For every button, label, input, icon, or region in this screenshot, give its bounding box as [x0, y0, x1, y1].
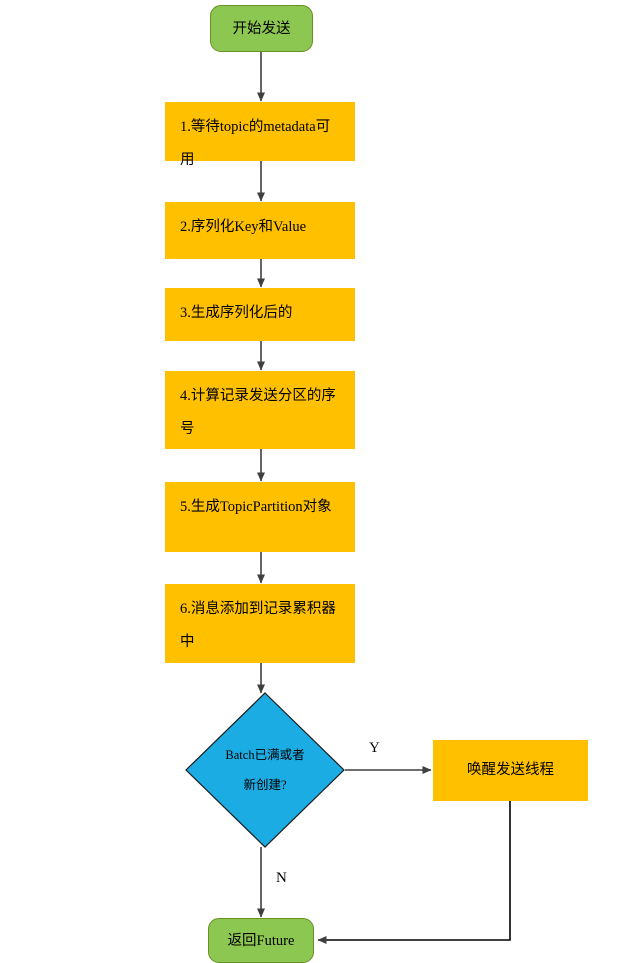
node-step1[interactable]: 1.等待topic的metadata可用 — [165, 102, 355, 168]
node-step6-label: 6.消息添加到记录累积器 中 — [180, 601, 336, 650]
node-step4-label: 4.计算记录发送分区的序 号 — [180, 388, 336, 437]
edge-label-no: N — [276, 870, 287, 886]
node-decision[interactable]: Batch已满或者 新创建? — [185, 692, 345, 848]
node-step4[interactable]: 4.计算记录发送分区的序 号 — [165, 371, 355, 449]
node-end-label: 返回Future — [227, 932, 295, 949]
node-step5-label: 5.生成TopicPartition对象 — [180, 499, 332, 515]
node-wakeup-label: 唤醒发送线程 — [467, 762, 554, 778]
node-step6[interactable]: 6.消息添加到记录累积器 中 — [165, 584, 355, 663]
node-wakeup-sender-thread[interactable]: 唤醒发送线程 — [433, 740, 588, 801]
node-step2[interactable]: 2.序列化Key和Value — [165, 202, 355, 259]
node-step3-label: 3.生成序列化后的 — [180, 305, 293, 321]
node-step2-label: 2.序列化Key和Value — [180, 219, 307, 235]
decision-diamond-shape — [185, 692, 345, 848]
edge-label-yes: Y — [369, 740, 380, 756]
node-end[interactable]: 返回Future — [208, 918, 314, 963]
node-start[interactable]: 开始发送 — [210, 5, 313, 52]
node-start-label: 开始发送 — [232, 20, 291, 37]
edge-wakeup-to-end — [317, 801, 511, 944]
node-step3[interactable]: 3.生成序列化后的 — [165, 288, 355, 341]
node-step1-label: 1.等待topic的metadata可用 — [180, 119, 331, 168]
node-step5[interactable]: 5.生成TopicPartition对象 — [165, 482, 355, 552]
